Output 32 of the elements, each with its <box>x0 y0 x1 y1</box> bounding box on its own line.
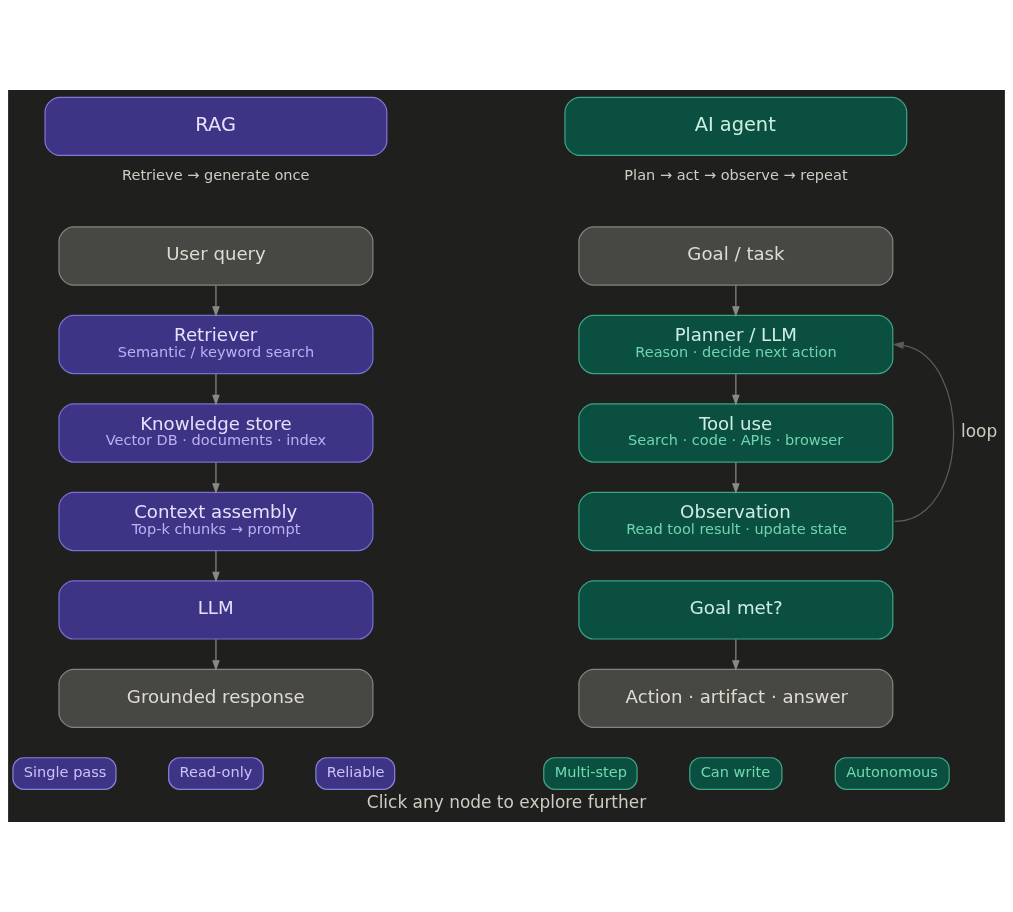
node-box: Action · artifact · answer <box>578 668 894 729</box>
node-box: Tool use Search · code · APIs · browser <box>578 403 894 463</box>
node-box: Retriever Semantic / keyword search <box>58 314 374 375</box>
node-box: Goal met? <box>578 580 894 640</box>
node-box: Context assembly Top-k chunks → prompt <box>58 491 374 552</box>
arrow <box>212 284 220 318</box>
node-box: Autonomous <box>834 757 950 790</box>
node-box: Planner / LLM Reason · decide next action <box>578 314 894 375</box>
arrow <box>212 461 220 495</box>
node-box: Single pass <box>12 757 117 790</box>
arrow <box>732 373 740 406</box>
node-box: Multi-step <box>543 757 638 790</box>
caption: Click any node to explore further <box>366 791 647 812</box>
edge-label: loop <box>960 421 998 442</box>
arrow <box>732 461 740 495</box>
arrow <box>212 638 220 672</box>
node-box: Read-only <box>168 757 264 790</box>
arrow <box>212 550 220 583</box>
arrow <box>892 341 955 523</box>
node-box: Observation Read tool result · update state <box>578 491 894 552</box>
node-label: Retrieve → generate once <box>122 166 310 183</box>
node-label: Plan → act → observe → repeat <box>624 166 848 183</box>
arrow <box>732 284 740 318</box>
arrow <box>732 638 740 672</box>
node-box: Reliable <box>315 757 396 790</box>
node-box: Grounded response <box>58 668 374 729</box>
node-box: Knowledge store Vector DB · documents · index <box>58 403 374 463</box>
node-box: Can write <box>689 757 783 790</box>
arrow <box>212 373 220 406</box>
node-box: LLM <box>58 580 374 640</box>
node-box: User query <box>58 226 374 286</box>
node-box: Goal / task <box>578 226 894 286</box>
